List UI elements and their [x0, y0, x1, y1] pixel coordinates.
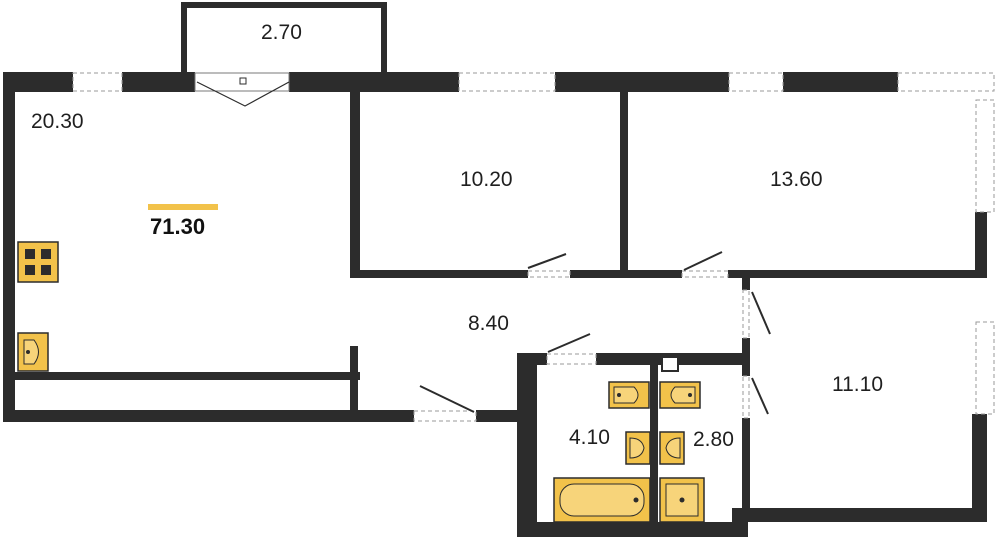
- room-area-bedroom-1: 10.20: [460, 168, 513, 191]
- washbasin-icon: [659, 381, 701, 409]
- room-area-hall: 8.40: [468, 312, 509, 335]
- doors: [413, 251, 771, 422]
- room-area-bathroom: 4.10: [569, 426, 610, 449]
- room-area-toilet: 2.80: [693, 428, 734, 451]
- outer-walls: [3, 72, 987, 536]
- toilet-icon: [659, 431, 685, 465]
- room-area-living-kitchen: 20.30: [31, 110, 84, 133]
- interior-walls: [15, 90, 987, 537]
- total-area: 71.30: [150, 214, 205, 239]
- toilet-icon: [625, 431, 651, 465]
- room-area-bedroom-2: 13.60: [770, 168, 823, 191]
- balcony-walls: [181, 2, 387, 72]
- room-area-bedroom-3: 11.10: [832, 373, 883, 396]
- washbasin-icon: [608, 381, 650, 409]
- room-area-balcony: 2.70: [261, 21, 302, 44]
- bathtub-icon: [553, 477, 651, 523]
- total-area-underline: [148, 204, 218, 210]
- kitchen-sink-icon: [17, 332, 49, 372]
- stove-icon: [17, 241, 59, 283]
- shower-tray-icon: [659, 477, 705, 523]
- windows: [72, 72, 995, 415]
